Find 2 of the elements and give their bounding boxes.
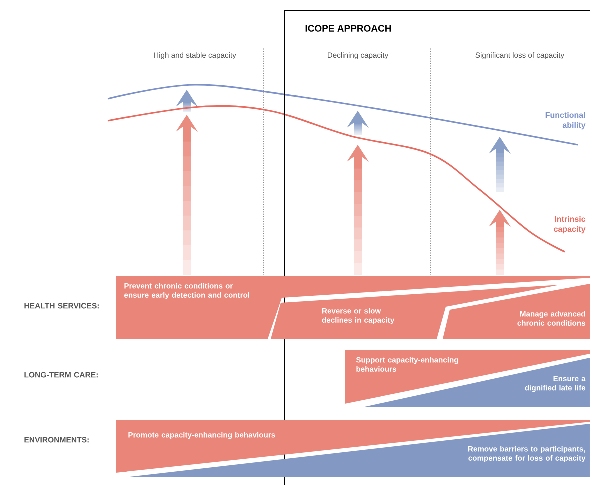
curve-label: Functional ability bbox=[546, 112, 586, 130]
curve-label: Intrinsic capacity bbox=[554, 216, 586, 234]
